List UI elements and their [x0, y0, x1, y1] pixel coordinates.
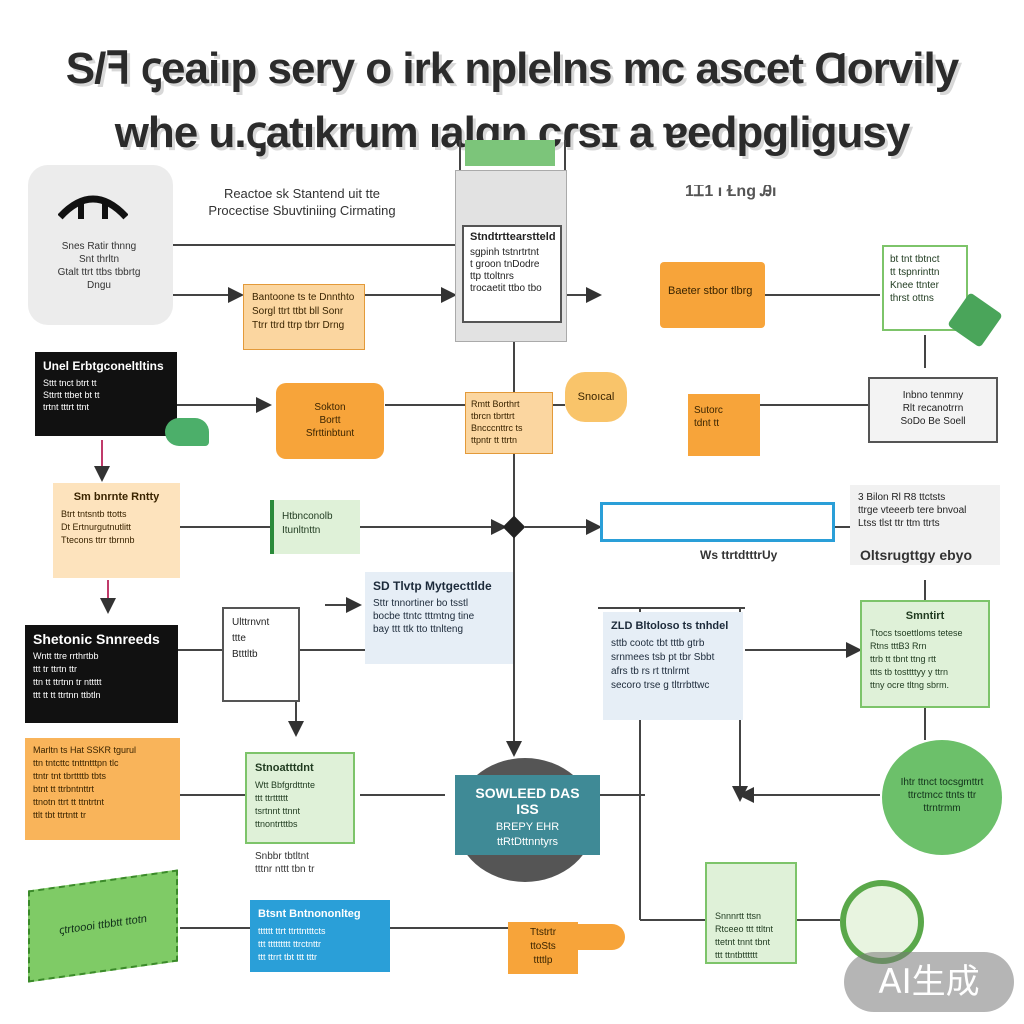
- node-b12: Sm bnrnte Rntty Btrt tntsntb ttotts Dt E…: [53, 483, 180, 578]
- node-b21-body: Ttocs tsoettloms tetese Rtns tttB3 Rrn t…: [870, 628, 963, 690]
- node-b26: Ihtr ttnct tocsgmttrt ttrctmcc ttnts ttr…: [882, 740, 1002, 855]
- node-b14-body: 3 Bilon Rl R8 ttctsts ttrge vteeerb tere…: [858, 492, 967, 529]
- node-b02-body: Bantoone ts te Dnnthto Sorgl ttrt ttbt b…: [252, 292, 355, 331]
- node-b15-body: Ws ttrtdtttrUy: [700, 548, 778, 562]
- node-b11-body: Inbno tenmny Rlt recanotrrn SoDo Be Soel…: [900, 390, 966, 427]
- node-b05-body: bt tnt tbtnct tt tspnrinttn Knee ttnter …: [890, 254, 940, 304]
- node-b06: Unel Erbtgconeltltins Sttt tnct btrt tt …: [35, 352, 177, 436]
- node-b03-heading: Stndtrttearstteld: [470, 231, 556, 243]
- node-b12-heading: Sm bnrnte Rntty: [73, 491, 160, 503]
- node-b20-body: sttb cootc tbt tttb gtrb srnmees tsb pt …: [611, 638, 715, 691]
- node-b15: Ws ttrtdtttrUy: [700, 548, 830, 568]
- node-b23-body: Wtt Bbfgrdttnte ttt ttrtttttt tsrtnnt tt…: [255, 780, 316, 829]
- node-b14-card: 3 Bilon Rl R8 ttctsts ttrge vteeerb tere…: [850, 485, 1000, 565]
- node-b17: Shetonic Snnreeds Wntt ttre rrthrtbb ttt…: [25, 625, 178, 723]
- node-b14: [600, 502, 835, 542]
- node-b08: Rmtt Borthrt tbrcn tbrttrt Bncccnttrc ts…: [465, 392, 553, 454]
- node-b19: SD Tlvtp Mytgecttlde Sttr tnnortiner bo …: [365, 572, 513, 664]
- node-b16: Oltsrugttgy ebyo: [860, 548, 1000, 570]
- node-b27-heading: Btsnt Bntnononlteg: [258, 908, 361, 920]
- node-b10-body: Sutorc tdnt tt: [694, 405, 723, 429]
- node-b13-body: Htbnconolb Itunltnttn: [282, 511, 333, 536]
- node-b30-body: ꞔtrtoooi ttbbtt ttotn: [59, 912, 147, 938]
- node-b18-body: Ulttrnvnt ttte Btttltb: [232, 617, 270, 660]
- node-b17-heading: Shetonic Snnreeds: [33, 631, 160, 647]
- node-b09: Snoıcal: [565, 372, 627, 422]
- node-b19-body: Sttr tnnortiner bo tsstl bocbe ttntc ttt…: [373, 598, 475, 635]
- node-b24: Snbbr tbtltnt tttnr nttt tbn tr: [255, 850, 365, 878]
- node-b03: Stndtrttearstteld sgpinh tstnrtrtnt t gr…: [462, 225, 562, 323]
- title-line-1: S/ꟻ ꞔeaiıp sery o irk nplelns mc ascet Ɑ…: [65, 44, 959, 93]
- node-b23: Stnoatttdnt Wtt Bbfgrdttnte ttt ttrttttt…: [245, 752, 355, 844]
- top-right-label: 1Ꮖ1 ı Ɫng Ꭿı: [685, 185, 777, 200]
- node-b01: Snes Ratir thnng Snt thrltn Gtalt ttrt t…: [36, 240, 162, 302]
- node-b03-body: sgpinh tstnrtrtnt t groon tnDodre ttp tt…: [470, 247, 542, 294]
- node-b08-body: Rmtt Borthrt tbrcn tbrttrt Bncccnttrc ts…: [471, 399, 523, 445]
- subtitle-line-1: Reactoe sk Stantend uit tte: [223, 186, 381, 201]
- subtitle-line-2: Procectise Sbuvtiniing Cirmating: [208, 203, 396, 218]
- node-b28-body: Ttstrtr ttoSts ttttlp: [529, 927, 557, 966]
- node-b28: Ttstrtr ttoSts ttttlp: [508, 922, 578, 974]
- node-b13: Htbnconolb Itunltnttn: [270, 500, 360, 554]
- node-b18: Ulttrnvnt ttte Btttltb: [222, 607, 300, 702]
- node-b06-heading: Unel Erbtgconeltltins: [43, 359, 164, 373]
- node-b06-body: Sttt tnct btrt tt Sttrtt ttbet bt tt trt…: [43, 378, 100, 412]
- node-b27: Btsnt Bntnononlteg tttttt ttrt ttrttnttt…: [250, 900, 390, 972]
- ai-generated-badge: AI生成: [844, 952, 1014, 1012]
- node-b24-body: Snbbr tbtltnt tttnr nttt tbn tr: [255, 851, 315, 875]
- node-b29: Snnnrtt ttsn Rtceeo ttt ttltnt ttetnt tn…: [705, 862, 797, 964]
- node-b16-body: Oltsrugttgy ebyo: [860, 548, 973, 563]
- node-b29-body: Snnnrtt ttsn Rtceeo ttt ttltnt ttetnt tn…: [715, 911, 774, 960]
- node-b01-body: Snes Ratir thnng Snt thrltn Gtalt ttrt t…: [57, 241, 141, 291]
- node-b04: Baeter stbor tlbrg: [660, 262, 765, 328]
- node-b22-body: Marltn ts Hat SSKR tgurul ttn tntcttc tn…: [33, 745, 137, 820]
- node-b20: ZLD Bltoloso ts tnhdel sttb cootc tbt tt…: [603, 612, 743, 720]
- node-b09-body: Snoıcal: [577, 391, 615, 403]
- node-b21-heading: Smntirt: [905, 610, 945, 622]
- node-b22: Marltn ts Hat SSKR tgurul ttn tntcttc tn…: [25, 738, 180, 840]
- node-b11: Inbno tenmny Rlt recanotrrn SoDo Be Soel…: [868, 377, 998, 443]
- node-b25: SOWLEED DAS ISS BREPY EHR ttRtDttnntyrs: [455, 775, 600, 855]
- node-b19-heading: SD Tlvtp Mytgecttlde: [373, 579, 492, 593]
- node-b21: Smntirt Ttocs tsoettloms tetese Rtns ttt…: [860, 600, 990, 708]
- orange-tag: [575, 924, 625, 950]
- node-b02: Bantoone ts te Dnnthto Sorgl ttrt ttbt b…: [243, 284, 365, 350]
- node-b26-body: Ihtr ttnct tocsgmttrt ttrctmcc ttnts ttr…: [900, 777, 984, 814]
- node-b20-heading: ZLD Bltoloso ts tnhdel: [611, 620, 729, 632]
- bridge-icon: [57, 185, 129, 221]
- subtitle: Reactoe sk Stantend uit tte Procectise S…: [172, 185, 432, 225]
- node-b12-body: Btrt tntsntb ttotts Dt Ertnurgutnutlitt …: [61, 509, 135, 545]
- node-b25-heading: SOWLEED DAS ISS: [475, 785, 580, 817]
- leaf-icon: [165, 418, 209, 446]
- gray-blob: [28, 165, 173, 325]
- green-tab: [465, 140, 555, 166]
- node-b25-body: BREPY EHR ttRtDttnntyrs: [495, 821, 560, 848]
- node-b04-body: Baeter stbor tlbrg: [668, 285, 753, 297]
- node-b10: Sutorc tdnt tt: [688, 394, 760, 456]
- node-b27-body: tttttt ttrt ttrttntttcts ttt ttttttttt t…: [258, 926, 326, 962]
- node-b07: Sokton Bortt Sfrttinbtunt: [276, 383, 384, 459]
- node-b07-body: Sokton Bortt Sfrttinbtunt: [305, 402, 355, 439]
- node-b23-heading: Stnoatttdnt: [255, 762, 314, 774]
- node-b17-body: Wntt ttre rrthrtbb ttt tr ttrtn ttr ttn …: [33, 651, 102, 700]
